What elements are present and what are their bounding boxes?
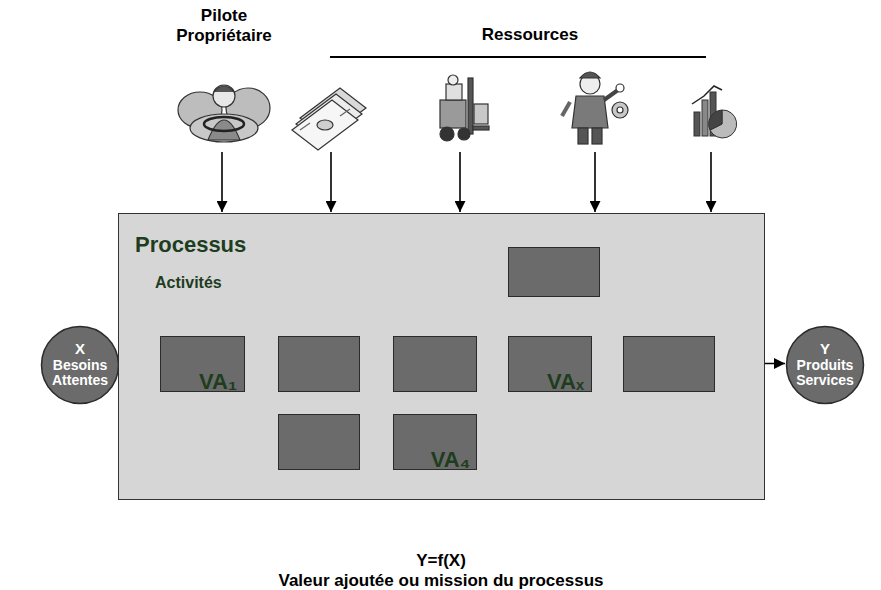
forklift-icon — [440, 75, 489, 141]
input-circle: XBesoins Attentes — [40, 325, 120, 405]
chart-icon — [692, 86, 737, 138]
header-label: Pilote Propriétaire — [159, 6, 289, 45]
caption-label: Y=f(X) — [291, 551, 591, 571]
activity-box — [278, 414, 360, 470]
node-label: VA₁ — [199, 369, 237, 395]
activities-heading: Activités — [155, 274, 222, 292]
caption-label: Valeur ajoutée ou mission du processus — [141, 571, 741, 590]
resources-bracket — [330, 56, 706, 58]
circle-shape — [787, 327, 864, 404]
process-panel: VA₁ VAₓVA₄ ProcessusActivités — [118, 213, 765, 500]
pilot-icon — [178, 85, 270, 142]
activity-box — [393, 336, 477, 392]
worker-icon — [562, 72, 628, 144]
activity-box: VA₄ — [393, 414, 477, 470]
node-label: Y — [820, 341, 830, 358]
circle-shape — [42, 327, 119, 404]
node-label: VA₄ — [431, 447, 470, 473]
money-icon — [292, 88, 366, 150]
activity-box: VA₁ — [160, 336, 245, 392]
activity-box: VAₓ — [508, 336, 592, 392]
activity-box — [508, 247, 600, 297]
process-title: Processus — [135, 232, 246, 258]
output-circle: YProduits Services — [785, 325, 865, 405]
activity-box — [278, 336, 360, 392]
input-arrows — [222, 152, 711, 212]
node-label: Besoins Attentes — [45, 358, 115, 389]
header-label: Ressources — [430, 25, 630, 45]
node-label: X — [75, 341, 85, 358]
activity-box — [623, 336, 715, 392]
node-label: Produits Services — [790, 358, 860, 389]
node-label: VAₓ — [547, 369, 584, 395]
